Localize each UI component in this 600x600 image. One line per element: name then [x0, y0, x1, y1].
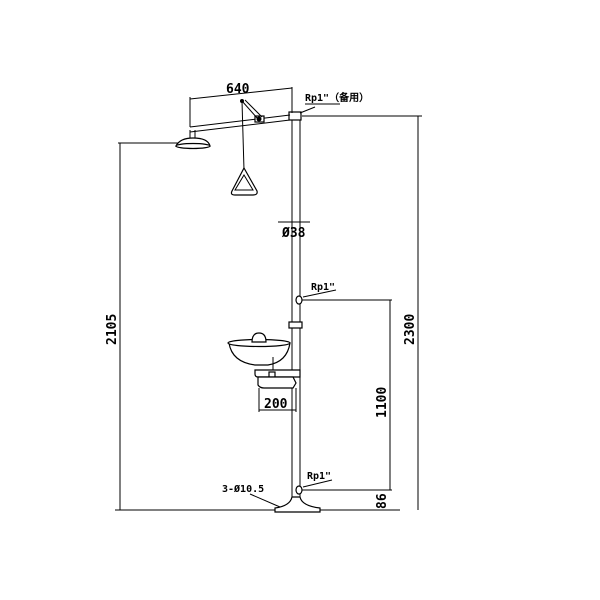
- inlet-label: Rp1": [307, 471, 331, 482]
- inlet-label: Rp1"（备用）: [305, 91, 369, 104]
- dimension-1100: 1100: [375, 300, 391, 490]
- bottom-inlet-callout: Rp1": [295, 471, 392, 495]
- dimension-label: 2105: [105, 314, 120, 345]
- dimension-640: 640: [189, 82, 293, 127]
- dimension-label: 1100: [375, 387, 390, 418]
- dimension-label: 640: [226, 82, 250, 97]
- dimension-label: Ø38: [281, 226, 306, 241]
- eyewash-bowl: [227, 332, 301, 389]
- base-plate: [274, 496, 321, 513]
- dimension-label: 2300: [403, 314, 418, 345]
- dimension-2300: 2300: [302, 115, 422, 510]
- dimension-2105: 2105: [105, 142, 178, 510]
- dimension-label: 200: [264, 397, 288, 412]
- top-inlet-callout: Rp1"（备用）: [299, 91, 369, 114]
- dimension-label: 86: [375, 493, 390, 509]
- dimension-label: 3-Ø10.5: [222, 483, 264, 495]
- dimension-200: 200: [258, 388, 297, 412]
- main-pole: [288, 111, 303, 497]
- pull-handle: [230, 99, 263, 196]
- dimension-86: 86: [375, 493, 390, 509]
- shower-arm: [189, 114, 291, 140]
- middle-inlet-callout: Rp1": [295, 282, 392, 305]
- dimension-diameter: Ø38: [278, 221, 310, 241]
- inlet-label: Rp1": [311, 282, 335, 293]
- shower-head: [175, 137, 211, 150]
- base-holes-callout: 3-Ø10.5: [222, 483, 281, 508]
